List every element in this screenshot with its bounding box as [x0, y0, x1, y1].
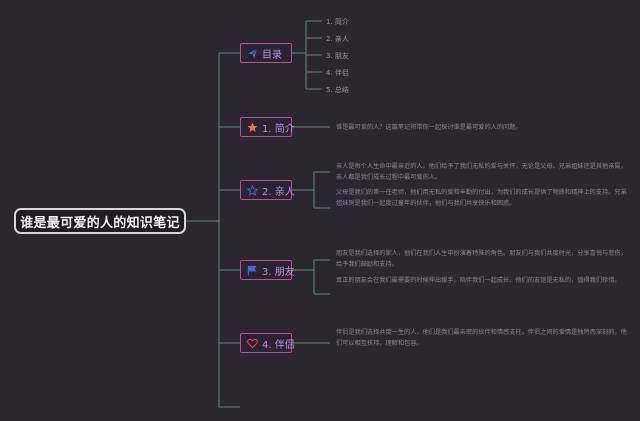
- toc-item-family[interactable]: 2. 亲人: [326, 35, 349, 43]
- topic-partner-label: 4. 伴侣: [262, 339, 295, 351]
- topic-family-label: 2. 亲人: [262, 186, 295, 198]
- topic-toc[interactable]: 目录: [240, 43, 292, 63]
- topic-friend[interactable]: 3. 朋友: [240, 260, 295, 280]
- star-icon: [247, 121, 258, 133]
- root-node[interactable]: 谁是最可爱的人的知识笔记: [14, 208, 186, 234]
- topic-friend-label: 3. 朋友: [262, 266, 295, 278]
- topic-family[interactable]: 2. 亲人: [240, 180, 295, 200]
- toc-item-partner[interactable]: 4. 伴侣: [326, 69, 349, 77]
- star-outline-icon: [247, 184, 258, 196]
- toc-item-intro[interactable]: 1. 简介: [326, 18, 349, 26]
- friend-note-1: 朋友是我们选择的家人，他们在我们人生中扮演着特殊的角色。朋友们与我们共度时光，分…: [336, 250, 627, 268]
- family-note-2: 父母是我们的第一任老师，他们用无私的爱和辛勤的付出，为我们的成长提供了物质和精神…: [336, 189, 627, 207]
- partner-note-1: 伴侣是我们选择共度一生的人，他们是我们最亲密的伙伴和情感支柱。伴侣之间的爱情是独…: [336, 329, 627, 347]
- topic-intro[interactable]: 1. 简介: [240, 117, 295, 137]
- topic-intro-label: 1. 简介: [262, 123, 295, 135]
- toc-item-friend[interactable]: 3. 朋友: [326, 52, 349, 60]
- paper-plane-icon: [247, 48, 258, 59]
- intro-note: 谁是最可爱的人？这篇笔记将带你一起探讨谁是最可爱的人的问题。: [336, 124, 522, 131]
- flag-icon: [247, 265, 258, 276]
- topic-partner[interactable]: 4. 伴侣: [240, 333, 295, 353]
- heart-icon: [247, 338, 258, 349]
- topic-toc-label: 目录: [262, 49, 282, 61]
- root-title: 谁是最可爱的人的知识笔记: [20, 215, 180, 231]
- friend-note-2: 真正的朋友会在我们最需要的时候伸出援手，陪伴我们一起成长。他们的友谊是无私的，值…: [336, 277, 621, 284]
- family-note-1: 亲人是每个人生命中最亲近的人。他们给予了我们无私的爱与关怀，无论是父母、兄弟姐妹…: [336, 163, 627, 181]
- toc-item-summary[interactable]: 5. 总结: [326, 86, 349, 94]
